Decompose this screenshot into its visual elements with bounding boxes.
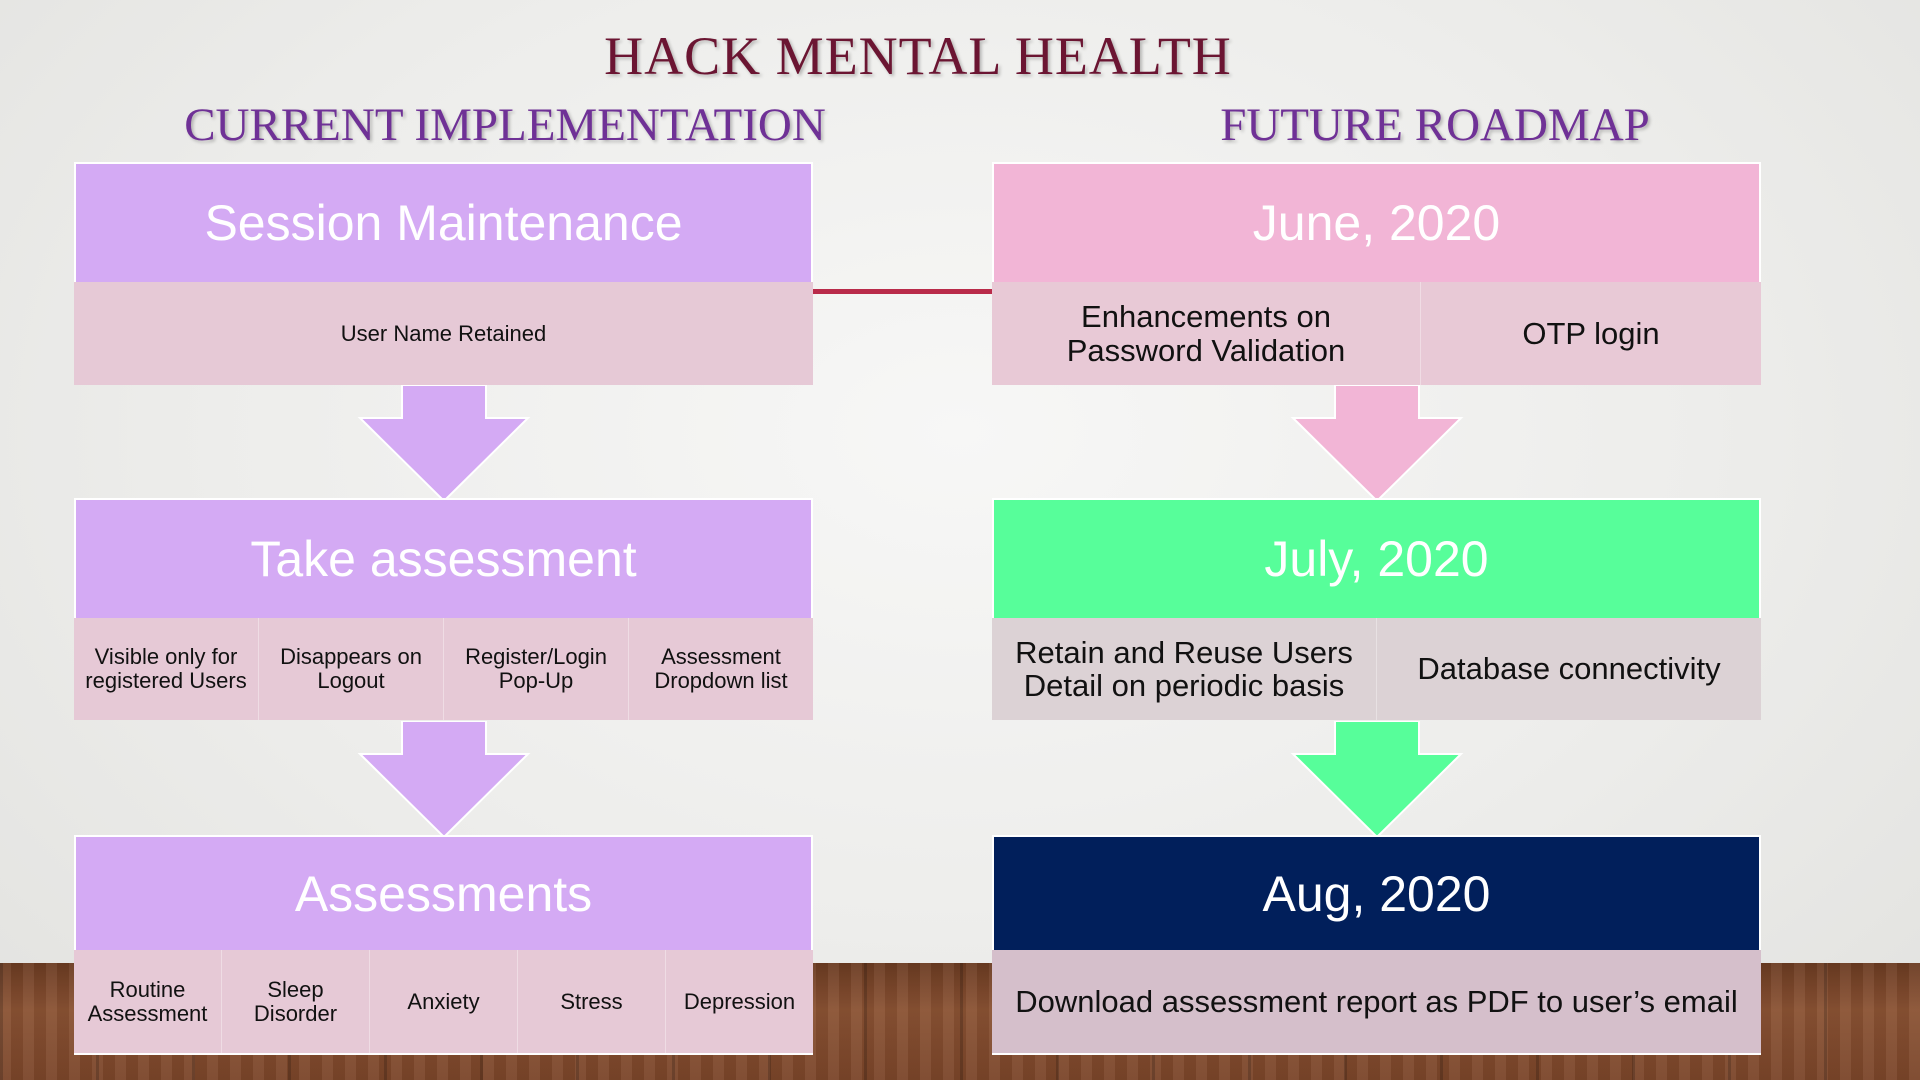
detail-disappears-logout: Disappears on Logout (258, 618, 443, 720)
detail-otp-login: OTP login (1420, 282, 1761, 385)
down-arrow-icon (1290, 385, 1464, 503)
detail-password-validation: Enhancements on Password Validation (1066, 299, 1346, 368)
down-arrow-icon (357, 385, 531, 503)
detail-assessment-dropdown: Assessment Dropdown list (628, 618, 813, 720)
detail-stress: Stress (517, 950, 665, 1053)
session-maintenance-details: User Name Retained (74, 282, 813, 385)
detail-sleep-disorder: Sleep Disorder (221, 950, 369, 1053)
down-arrow-icon (357, 721, 531, 839)
page-title: HACK MENTAL HEALTH (604, 26, 1232, 86)
detail-retain-reuse-users: Retain and Reuse Users Detail on periodi… (1015, 634, 1353, 703)
june-2020-header: June, 2020 (992, 162, 1761, 282)
session-maintenance-title: Session Maintenance (204, 195, 683, 251)
assessments-details: Routine Assessment Sleep Disorder Anxiet… (74, 950, 813, 1055)
current-implementation-heading: CURRENT IMPLEMENTATION (184, 99, 826, 151)
detail-user-name-retained: User Name Retained (340, 320, 547, 346)
june-2020-title: June, 2020 (1252, 195, 1501, 251)
july-2020-details: Retain and Reuse Users Detail on periodi… (992, 618, 1761, 720)
detail-depression: Depression (665, 950, 813, 1053)
down-arrow-icon (1290, 721, 1464, 839)
take-assessment-title: Take assessment (250, 531, 637, 587)
detail-download-pdf-report: Download assessment report as PDF to use… (1015, 983, 1738, 1019)
july-2020-title: July, 2020 (1264, 531, 1489, 587)
session-maintenance-header: Session Maintenance (74, 162, 813, 282)
take-assessment-header: Take assessment (74, 498, 813, 618)
future-roadmap-heading: FUTURE ROADMAP (1220, 99, 1650, 151)
july-2020-header: July, 2020 (992, 498, 1761, 618)
aug-2020-details: Download assessment report as PDF to use… (992, 950, 1761, 1055)
june-2020-details: Enhancements on Password Validation OTP … (992, 282, 1761, 385)
aug-2020-header: Aug, 2020 (992, 835, 1761, 950)
connector-line (813, 289, 992, 294)
aug-2020-title: Aug, 2020 (1262, 865, 1491, 922)
detail-visible-registered: Visible only for registered Users (85, 644, 247, 693)
assessments-title: Assessments (294, 865, 593, 922)
assessments-header: Assessments (74, 835, 813, 950)
detail-database-connectivity: Database connectivity (1376, 618, 1761, 720)
detail-routine-assessment: Routine Assessment (87, 976, 208, 1026)
take-assessment-details: Visible only for registered Users Disapp… (74, 618, 813, 720)
detail-anxiety: Anxiety (369, 950, 517, 1053)
detail-register-login-popup: Register/Login Pop-Up (443, 618, 628, 720)
